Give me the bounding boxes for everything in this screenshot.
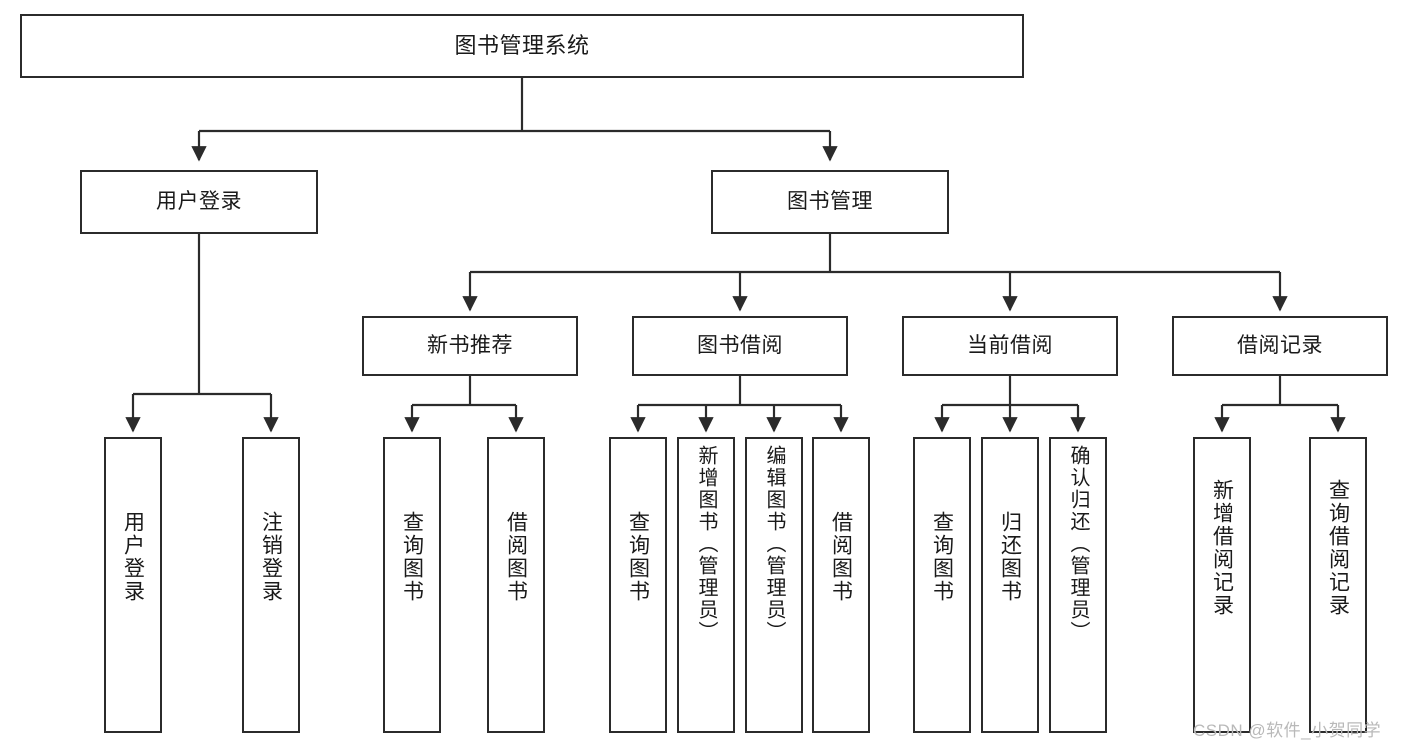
- leaf-query-borrowing-record[interactable]: 查询借阅记录: [1309, 437, 1367, 733]
- leaf-borrow-book-recommendation[interactable]: 借阅图书: [487, 437, 545, 733]
- leaf-edit-book-admin[interactable]: 编辑图书（管理员）: [745, 437, 803, 733]
- leaf-borrow-book-borrowing[interactable]: 借阅图书: [812, 437, 870, 733]
- leaf-query-book-recommendation[interactable]: 查询图书: [383, 437, 441, 733]
- node-label: 借阅图书: [504, 511, 528, 603]
- leaf-return-book[interactable]: 归还图书: [981, 437, 1039, 733]
- leaf-query-book-borrowing[interactable]: 查询图书: [609, 437, 667, 733]
- node-current-borrowing[interactable]: 当前借阅: [902, 316, 1118, 376]
- leaf-user-login[interactable]: 用户登录: [104, 437, 162, 733]
- leaf-add-borrowing-record[interactable]: 新增借阅记录: [1193, 437, 1251, 733]
- node-book-borrowing[interactable]: 图书借阅: [632, 316, 848, 376]
- node-label: 查询借阅记录: [1326, 479, 1350, 617]
- node-label: 归还图书: [998, 511, 1022, 603]
- node-label: 查询图书: [626, 511, 650, 603]
- node-label: 新书推荐: [427, 334, 513, 358]
- node-label: 确认归还（管理员）: [1067, 445, 1089, 643]
- node-label: 查询图书: [400, 511, 424, 603]
- node-label: 当前借阅: [967, 334, 1053, 358]
- leaf-logout[interactable]: 注销登录: [242, 437, 300, 733]
- node-root-system[interactable]: 图书管理系统: [20, 14, 1024, 78]
- leaf-query-book-current[interactable]: 查询图书: [913, 437, 971, 733]
- leaf-add-book-admin[interactable]: 新增图书（管理员）: [677, 437, 735, 733]
- node-label: 编辑图书（管理员）: [763, 445, 785, 643]
- node-label: 图书管理: [787, 190, 873, 214]
- node-label: 借阅记录: [1237, 334, 1323, 358]
- node-label: 注销登录: [259, 511, 283, 603]
- node-borrowing-records[interactable]: 借阅记录: [1172, 316, 1388, 376]
- csdn-watermark: CSDN @软件_小贺同学: [1193, 721, 1382, 740]
- node-label: 图书管理系统: [454, 32, 590, 58]
- node-label: 新增借阅记录: [1210, 479, 1234, 617]
- node-label: 图书借阅: [697, 334, 783, 358]
- node-book-management[interactable]: 图书管理: [711, 170, 949, 234]
- leaf-confirm-return-admin[interactable]: 确认归还（管理员）: [1049, 437, 1107, 733]
- node-user-login[interactable]: 用户登录: [80, 170, 318, 234]
- node-new-book-recommendation[interactable]: 新书推荐: [362, 316, 578, 376]
- node-label: 用户登录: [156, 190, 242, 214]
- node-label: 用户登录: [121, 511, 145, 603]
- node-label: 查询图书: [930, 511, 954, 603]
- node-label: 借阅图书: [829, 511, 853, 603]
- node-label: 新增图书（管理员）: [695, 445, 717, 643]
